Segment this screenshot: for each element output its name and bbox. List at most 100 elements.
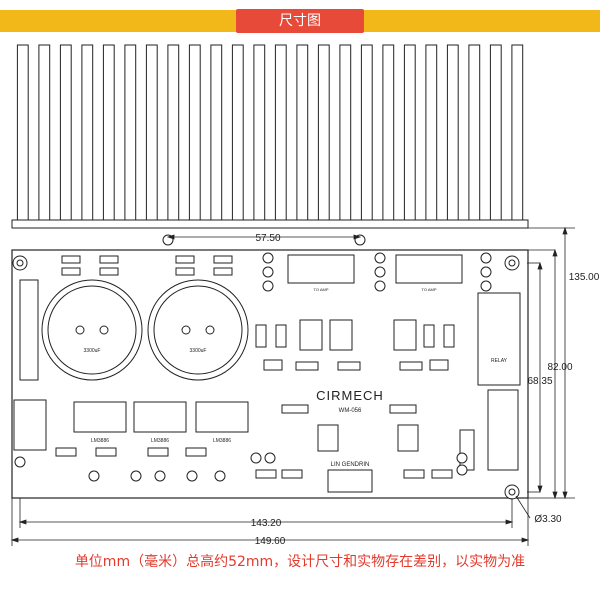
heatsink [11,44,529,229]
heatsink-fin [81,44,94,221]
component-round [250,452,262,464]
component [99,255,119,264]
component [389,404,417,414]
bottom-connector [327,469,373,493]
component [95,447,117,457]
relay-label: RELAY [491,358,508,364]
heatsink-fin [360,44,373,221]
capacitor-left-label: 3300uF [84,348,101,354]
heatsink-fin [382,44,395,221]
heatsink-fin [188,44,201,221]
heatsink-fin [446,44,459,221]
component [337,361,361,371]
amp-chip-1-label: LM3886 [91,438,109,444]
component-round [456,464,468,476]
component-round [262,252,274,264]
heatsink-fin [468,44,481,221]
component [459,429,475,471]
heatsink-fin [231,44,244,221]
dim-label-board-height: 82.00 [547,362,572,373]
capacitor-right-label: 3300uF [190,348,207,354]
component-round [130,470,142,482]
component [213,255,233,264]
amp-chip-3 [195,401,249,433]
component [281,404,309,414]
mounting-holes [12,234,520,500]
dim-label-hole-horizontal: 143.20 [251,518,282,529]
footer-note: 单位mm（毫米）总高约52mm，设计尺寸和实物存在差别，以实物为准 [74,554,526,570]
component [55,447,77,457]
component-round [154,470,166,482]
component [275,324,287,348]
component [397,424,419,452]
dim-right-verticals [527,226,575,500]
component [61,267,81,276]
small-components [14,252,492,482]
output-block [487,389,519,471]
component-round [480,252,492,264]
relay [477,292,521,386]
component [431,469,453,479]
component [393,319,417,351]
component-round [480,280,492,292]
heatsink-fin [167,44,180,221]
heatsink-base [11,219,529,229]
heatsink-fin [403,44,416,221]
component [403,469,425,479]
component-round [262,266,274,278]
heatsink-fins [16,44,524,221]
heatsink-fin [274,44,287,221]
header-bar: 尺寸图 [0,0,600,40]
connector-top-2-label: TO AMP [421,287,436,292]
component [147,447,169,457]
dim-label-total-height: 135.00 [569,272,600,283]
capacitors [41,279,249,381]
component [295,361,319,371]
component [299,319,323,351]
amp-chip-2 [133,401,187,433]
heatsink-fin [296,44,309,221]
heatsink-fin [145,44,158,221]
component [329,319,353,351]
page-title: 尺寸图 [279,13,321,29]
component-round [456,452,468,464]
dimension-drawing: 57.50 3300uF 3300uF LM3886 LM3886 LM3886… [10,44,600,547]
heatsink-fin [511,44,524,221]
heatsink-fin [425,44,438,221]
component [263,359,283,371]
component-round [374,266,386,278]
component-round [374,280,386,292]
component-round [374,252,386,264]
connectors [13,254,521,493]
capacitor-right [147,279,249,381]
component [175,267,195,276]
component [175,255,195,264]
component [255,324,267,348]
dim-bottom-horizontals [10,495,531,546]
heatsink-fin [59,44,72,221]
amp-chip-1 [73,401,127,433]
component [61,255,81,264]
board-brand: CIRMECH [316,388,384,403]
component [99,267,119,276]
component-round [88,470,100,482]
heatsink-fin [16,44,29,221]
dim-label-hole-vertical: 68.35 [527,376,552,387]
capacitor-left [41,279,143,381]
heatsink-fin [489,44,502,221]
heatsink-fin [339,44,352,221]
dim-top-spacing [166,234,362,240]
heatsink-fin [38,44,51,221]
ac-input-block [13,399,47,451]
dim-label-top-spacing: 57.50 [255,233,280,244]
heatsink-fin [253,44,266,221]
component-round [186,470,198,482]
dim-label-hole-diameter: Ø3.30 [534,514,562,525]
component-round [480,266,492,278]
component [423,324,435,348]
fuse-block [19,279,39,381]
connector-top-2 [395,254,463,284]
amp-chips [73,401,249,433]
board-model: WM-056 [339,408,362,414]
component [443,324,455,348]
